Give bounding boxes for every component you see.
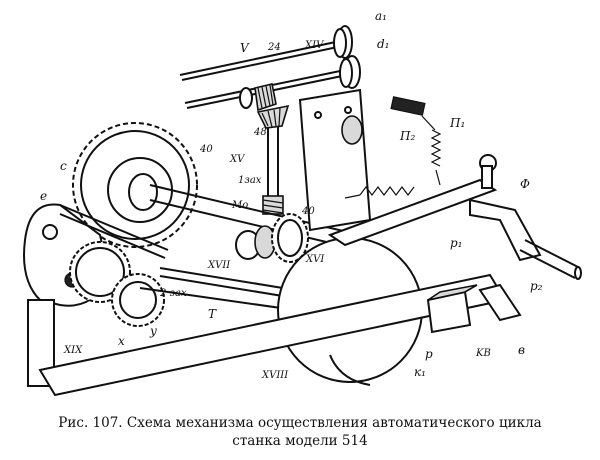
shaft-XV — [256, 104, 290, 200]
block-KV — [426, 284, 478, 334]
label-XIX: XIX — [63, 345, 83, 356]
label-F: Ф — [520, 177, 530, 191]
label-24: 24 — [267, 42, 281, 53]
gear-40-left — [72, 122, 198, 248]
lever-F — [327, 154, 542, 262]
caption-line-2: станка модели 514 — [232, 433, 368, 449]
disc-d1 — [339, 55, 361, 89]
label-x: x — [118, 334, 125, 348]
label-XVI: XVI — [305, 254, 325, 265]
label-40-left: 40 — [199, 144, 213, 155]
bevel-gear-24 — [239, 83, 277, 112]
label-XIV: XIV — [304, 40, 325, 51]
spring-P1 — [390, 96, 442, 186]
label-Mo: Mо — [231, 200, 248, 211]
label-p2: p₂ — [530, 279, 543, 293]
worm-XV — [262, 195, 284, 215]
label-XV: XV — [229, 154, 246, 165]
label-a1: a₁ — [375, 9, 387, 23]
label-c: c — [60, 159, 67, 173]
label-e: e — [40, 189, 47, 203]
label-y: y — [149, 324, 157, 338]
mechanism-diagram: V 24 XIV a₁ d₁ 48 40 П₁ П₂ XV c e 1зах M… — [23, 9, 582, 397]
label-k1: к₁ — [414, 365, 426, 379]
rod-c — [59, 204, 169, 259]
bracket-plate — [298, 88, 372, 232]
spring-P2 — [344, 186, 415, 199]
label-2zax: 2 зах — [159, 288, 187, 299]
label-T: T — [208, 307, 217, 321]
rod-p2 — [519, 239, 582, 280]
label-XVII: XVII — [207, 260, 231, 271]
label-1zax: 1зах — [238, 175, 262, 186]
label-d1: d₁ — [377, 37, 390, 51]
shaft-XVII — [139, 267, 296, 311]
label-KV: KВ — [475, 348, 491, 359]
label-40-mid: 40 — [301, 206, 315, 217]
label-p: p — [425, 347, 433, 361]
label-v: в — [518, 343, 525, 357]
label-p1: p₁ — [450, 236, 463, 250]
gear-y — [111, 273, 165, 327]
shaft-V — [179, 39, 348, 81]
label-P1: П₁ — [449, 116, 465, 130]
label-48: 48 — [253, 127, 267, 138]
caption-line-1: Рис. 107. Схема механизма осуществления … — [58, 415, 542, 431]
stop-v — [478, 283, 522, 322]
label-XVIII: XVIII — [261, 370, 289, 381]
label-P2: П₂ — [399, 129, 415, 143]
label-V: V — [240, 41, 250, 55]
worm-gear-Mo — [235, 213, 309, 263]
gear-x — [69, 241, 131, 303]
disc-a1 — [333, 25, 353, 59]
